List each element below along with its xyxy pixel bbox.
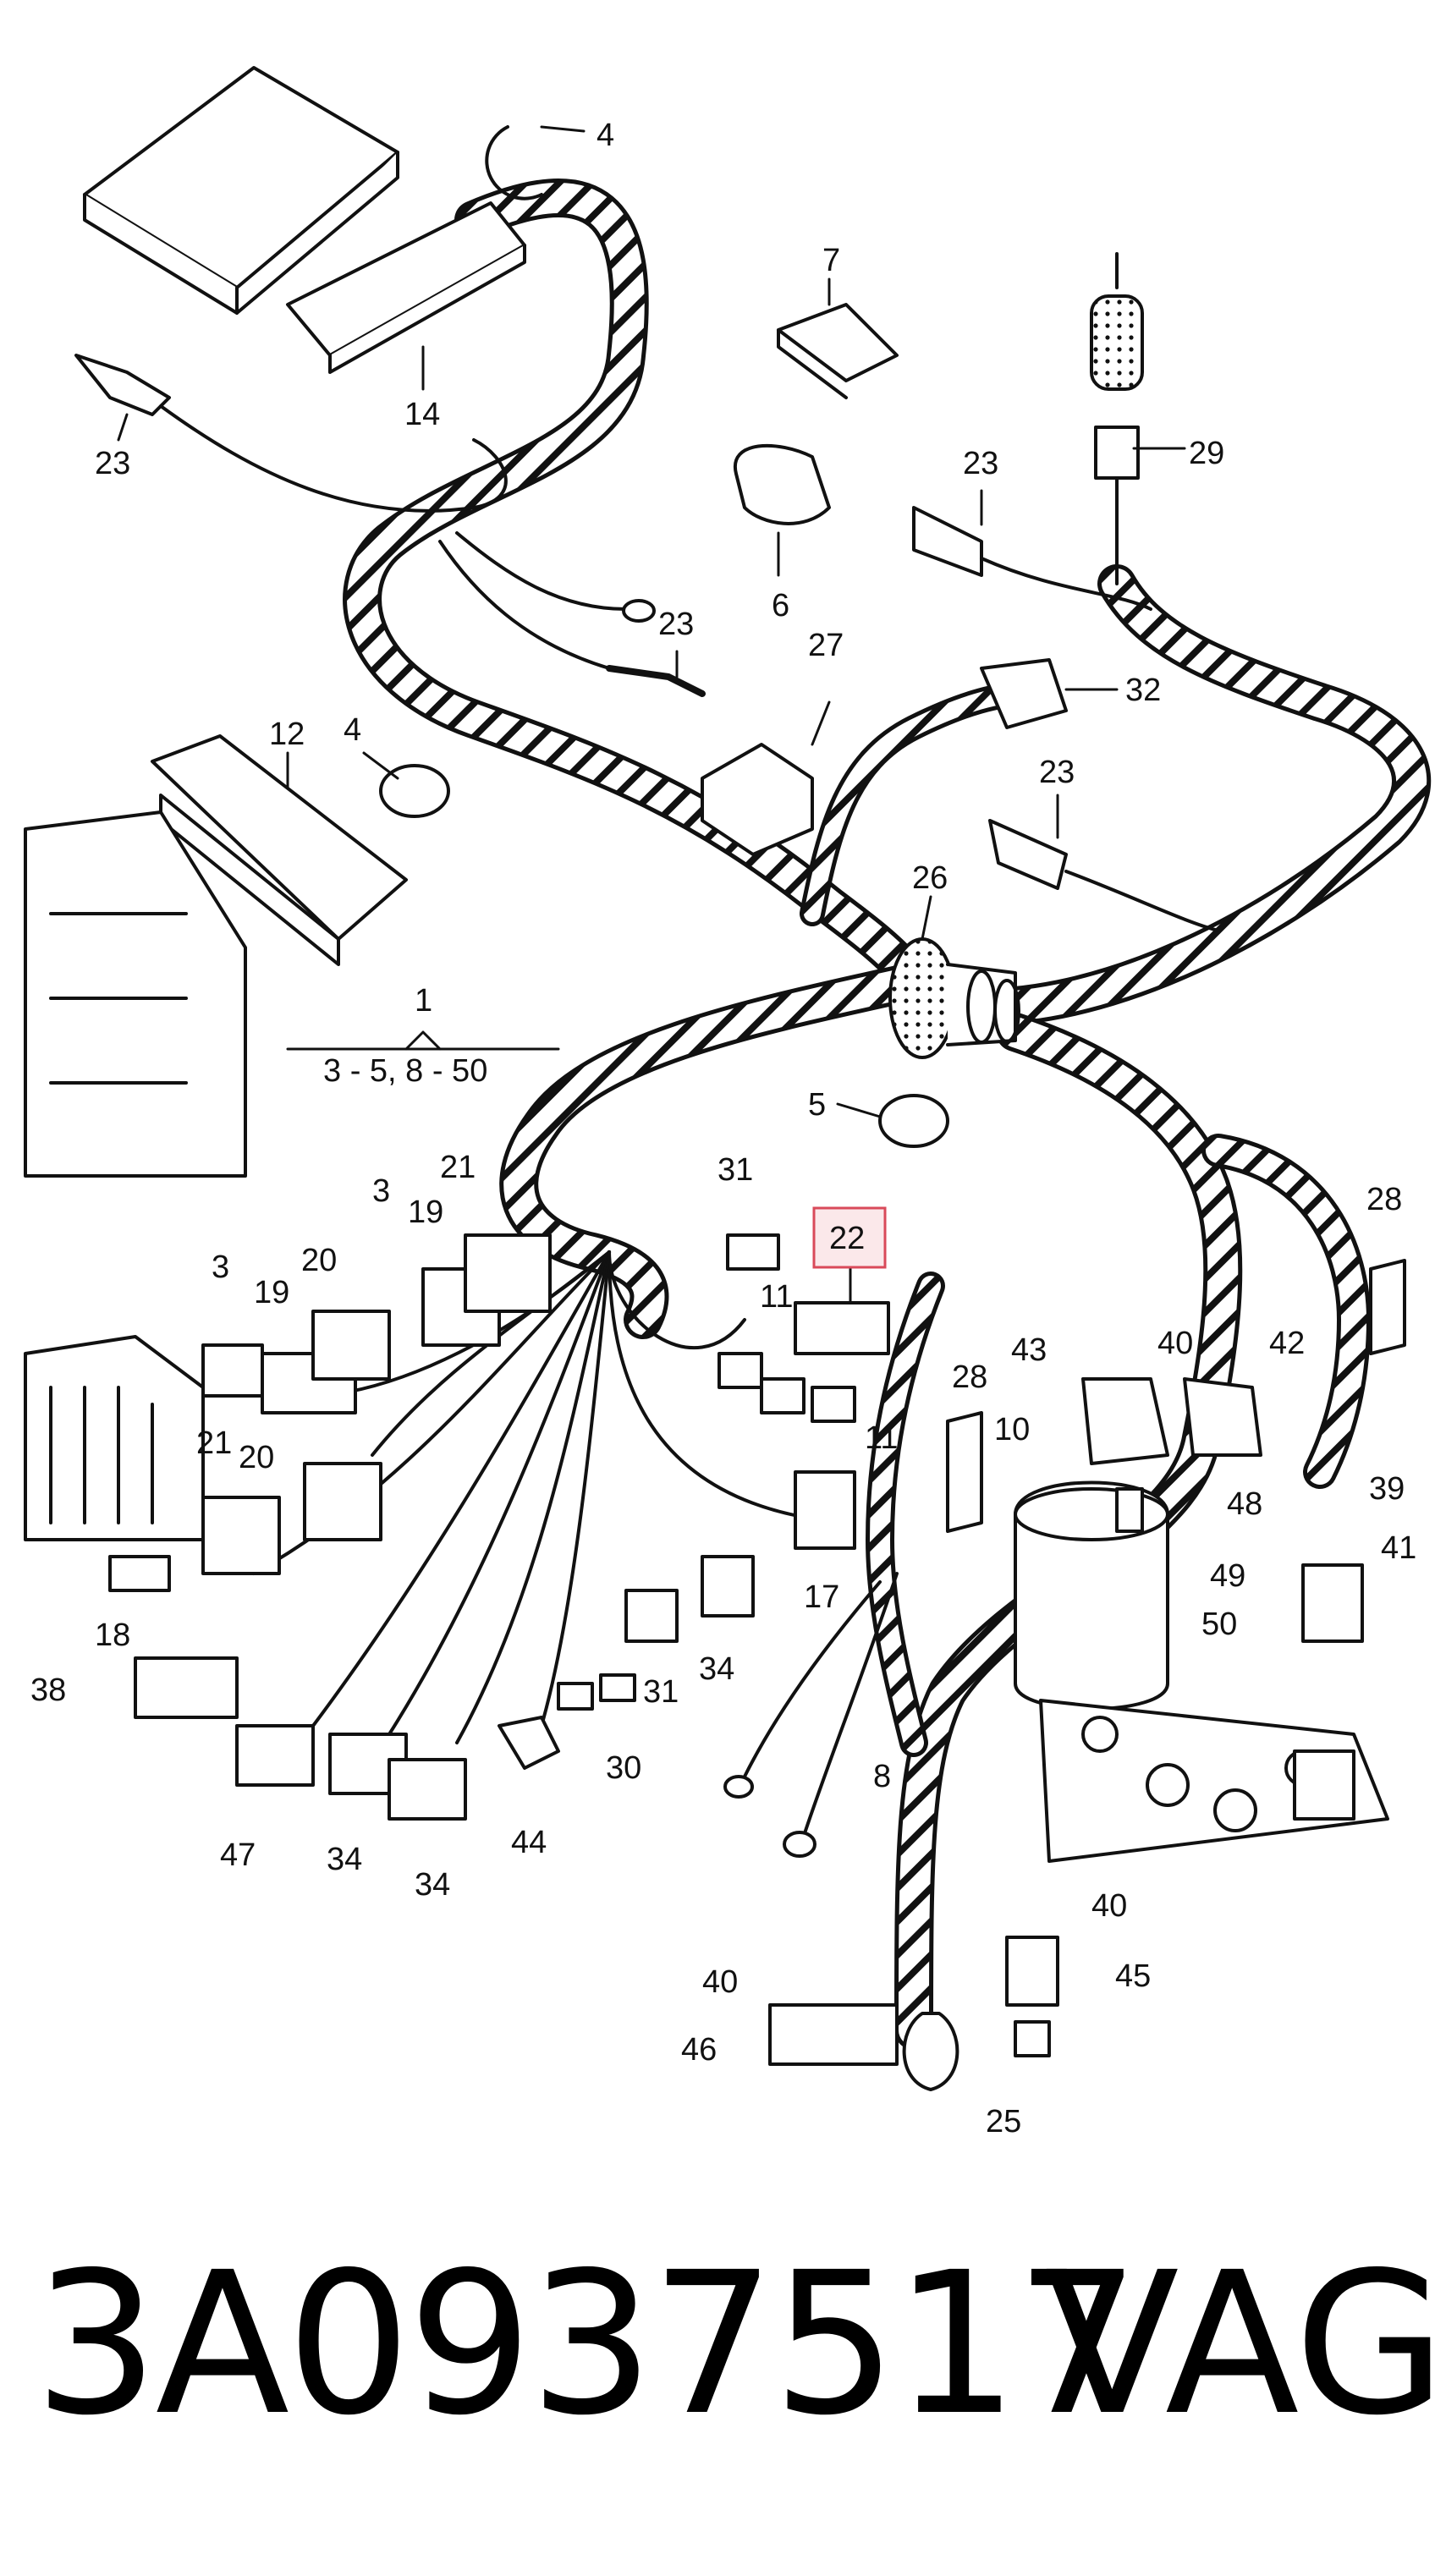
callout-28: 28 (1366, 1182, 1402, 1217)
diagram-svg: 4 14 7 23 6 23 29 23 27 32 12 4 23 26 1 … (24, 66, 1432, 2139)
connectors (108, 1233, 890, 1821)
pump-motor (1014, 1480, 1389, 1863)
callout-50: 50 (1201, 1607, 1237, 1642)
callout-12: 12 (269, 717, 305, 752)
callout-11: 11 (760, 1279, 793, 1315)
callout-40: 40 (1091, 1888, 1127, 1924)
callouts: 4 14 7 23 6 23 29 23 27 32 12 4 23 26 1 … (30, 118, 1416, 2139)
callout-range: 3 - 5, 8 - 50 (323, 1053, 487, 1089)
part-number: 3A0937517 (34, 2230, 1141, 2458)
grommet (888, 937, 1020, 1059)
sensor-right-top (912, 506, 1152, 611)
engine-control-unit (24, 734, 408, 1178)
callout-21: 21 (440, 1150, 476, 1185)
brand-label: VAG (1045, 2230, 1435, 2458)
highlight-box (812, 1206, 887, 1269)
ground-strap (723, 1572, 899, 1858)
callout-23: 23 (963, 446, 998, 481)
connector-thirty-two (980, 658, 1068, 729)
callout-14: 14 (404, 397, 440, 432)
callout-49: 49 (1210, 1558, 1245, 1594)
callout-19: 19 (408, 1195, 443, 1230)
bracket-right (1369, 1259, 1406, 1355)
fuse-box (24, 1335, 205, 1541)
callout-8: 8 (873, 1759, 891, 1794)
callout-34: 34 (415, 1867, 450, 1903)
connector-wiring (252, 1250, 848, 1744)
callout-45: 45 (1115, 1958, 1151, 1994)
relay-connectors (768, 1377, 1364, 2091)
clip-six (733, 443, 831, 525)
callout-20: 20 (239, 1440, 274, 1475)
callout-31: 31 (718, 1152, 753, 1188)
callout-19: 19 (254, 1275, 289, 1310)
clip-five (878, 1094, 949, 1148)
callout-48: 48 (1227, 1486, 1262, 1522)
bracket (777, 303, 899, 399)
callout-32: 32 (1125, 673, 1161, 708)
clip-mid (379, 764, 450, 818)
callout-29: 29 (1189, 436, 1224, 471)
sensor-right-mid (988, 819, 1220, 932)
callout-40: 40 (702, 1964, 738, 2000)
callout-39: 39 (1369, 1471, 1405, 1507)
callout-17: 17 (804, 1579, 839, 1615)
main-harness (343, 179, 1432, 2050)
leader-lines (117, 125, 1186, 1304)
callout-5: 5 (808, 1087, 826, 1123)
callout-23: 23 (95, 446, 130, 481)
callout-34: 34 (327, 1842, 362, 1877)
callout-20: 20 (301, 1243, 337, 1278)
callout-43: 43 (1011, 1332, 1047, 1368)
callout-34: 34 (699, 1651, 734, 1687)
sensor-top-right (1090, 252, 1144, 585)
callout-21: 21 (196, 1425, 232, 1461)
callout-42: 42 (1269, 1326, 1305, 1361)
callout-47: 47 (220, 1837, 256, 1873)
callout-18: 18 (95, 1618, 130, 1653)
callout-46: 46 (681, 2032, 717, 2068)
callout-6: 6 (772, 588, 789, 623)
callout-27: 27 (808, 628, 844, 663)
wiring-harness-diagram: 4 14 7 23 6 23 29 23 27 32 12 4 23 26 1 … (24, 66, 1432, 2139)
callout-38: 38 (30, 1672, 66, 1708)
callout-1: 1 (415, 983, 432, 1019)
sensor-top-left (74, 354, 508, 513)
ground-wires (438, 531, 706, 697)
bracket-left (946, 1411, 983, 1533)
callout-23: 23 (658, 607, 694, 642)
callout-4: 4 (344, 712, 361, 748)
callout-22: 22 (829, 1221, 865, 1256)
callout-41: 41 (1381, 1530, 1416, 1566)
control-unit-top (83, 66, 526, 374)
holder (701, 743, 814, 856)
callout-44: 44 (511, 1825, 547, 1860)
callout-3: 3 (372, 1173, 390, 1209)
callout-25: 25 (986, 2104, 1021, 2139)
callout-4: 4 (597, 118, 614, 153)
callout-11: 11 (865, 1420, 898, 1456)
callout-40: 40 (1157, 1326, 1193, 1361)
callout-30: 30 (606, 1750, 641, 1786)
callout-23: 23 (1039, 755, 1075, 790)
callout-10: 10 (994, 1412, 1030, 1447)
callout-3: 3 (212, 1250, 229, 1285)
callout-28: 28 (952, 1359, 987, 1395)
callout-26: 26 (912, 860, 948, 896)
callout-7: 7 (822, 243, 840, 278)
clip-top (485, 125, 543, 200)
callout-31: 31 (643, 1674, 679, 1710)
